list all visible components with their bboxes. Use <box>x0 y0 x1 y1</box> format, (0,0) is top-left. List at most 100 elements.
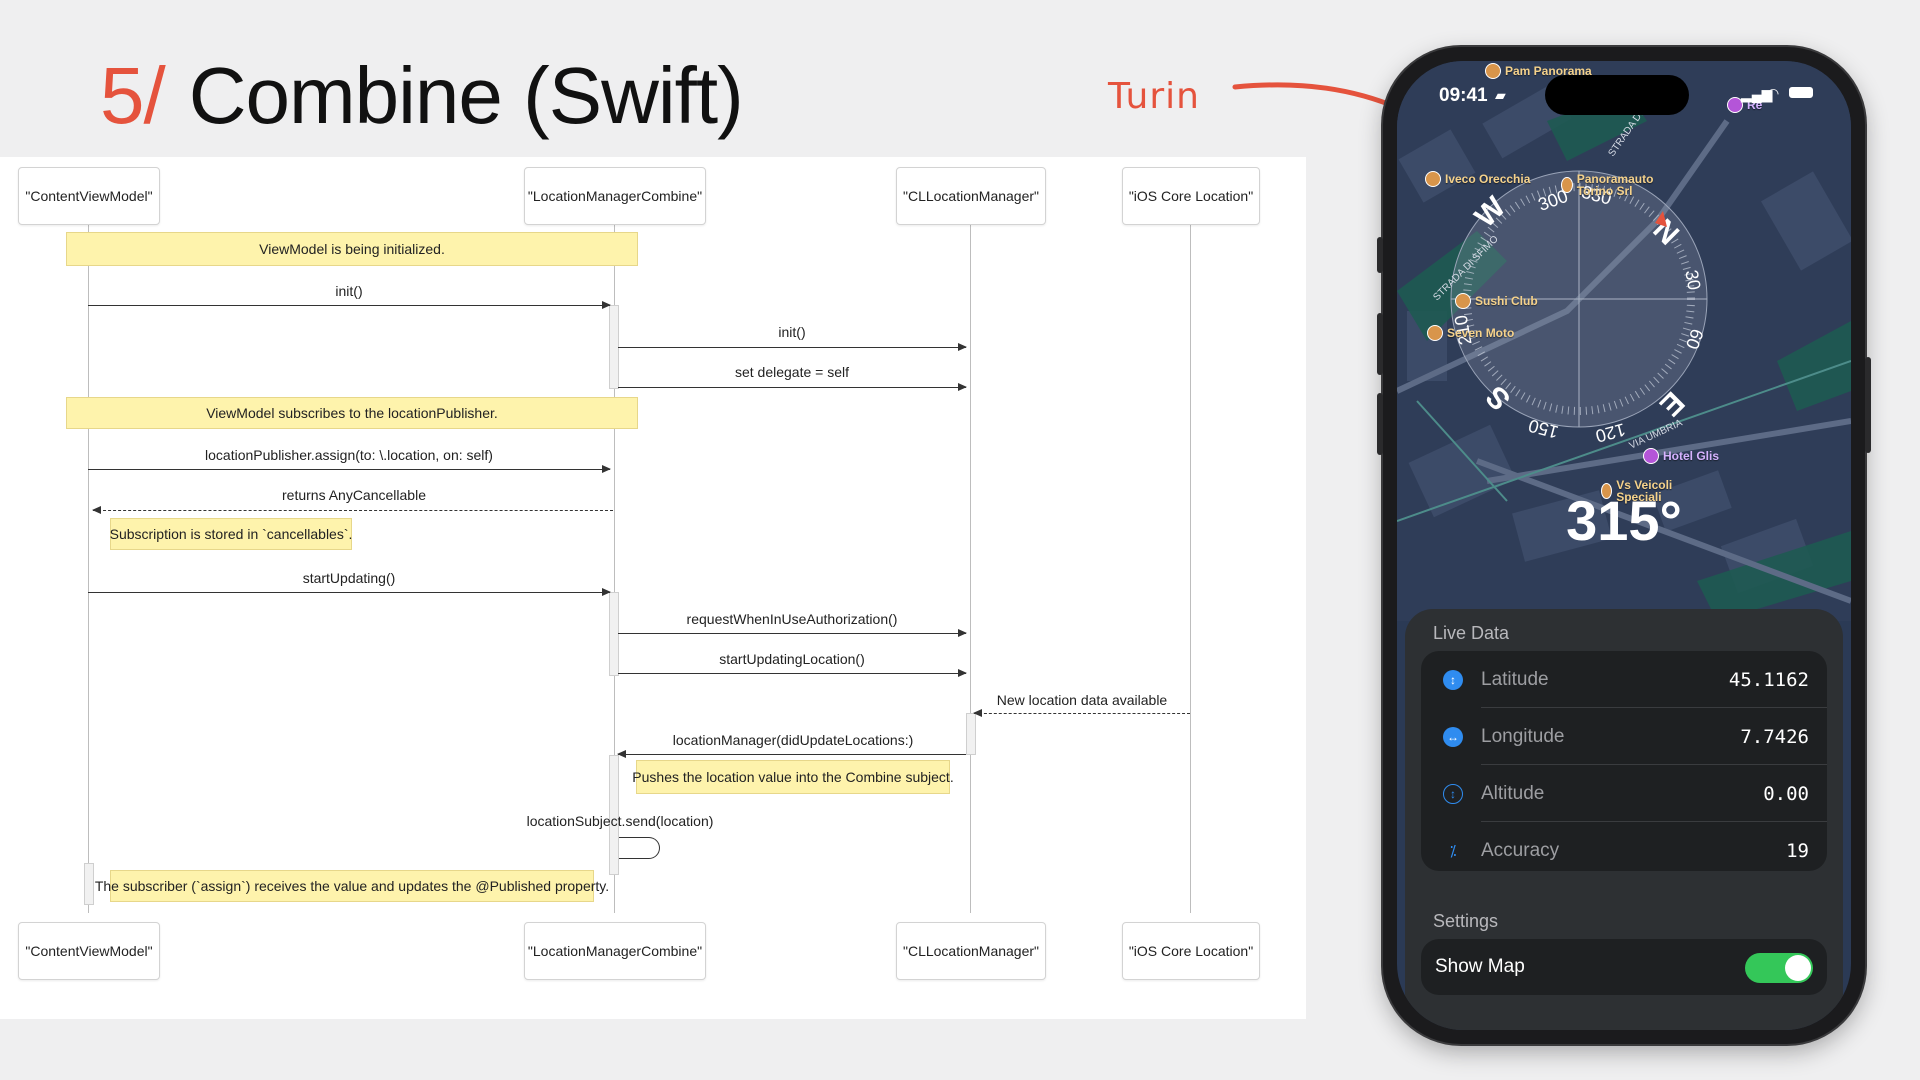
row-value: 45.1162 <box>1728 668 1809 691</box>
message-arrow <box>88 465 611 473</box>
note-pushes-location: Pushes the location value into the Combi… <box>632 760 954 794</box>
iphone-frame: 300 330 N 30 60 E 120 150 S 210 W STRADA… <box>1377 47 1871 1044</box>
note-viewmodel-initialized: ViewModel is being initialized. <box>66 232 638 266</box>
actor-locationmanagercombine-top: "LocationManagerCombine" <box>524 167 706 225</box>
status-time: 09:41 <box>1439 85 1488 106</box>
message-label: startUpdating() <box>302 570 396 586</box>
map-poi[interactable]: Hotel Glis <box>1643 448 1719 464</box>
message-label: startUpdatingLocation() <box>719 651 865 667</box>
divider <box>1481 764 1827 765</box>
poi-icon <box>1727 97 1743 113</box>
note-viewmodel-subscribes: ViewModel subscribes to the locationPubl… <box>66 397 638 429</box>
poi-icon <box>1427 325 1443 341</box>
slide-title-text: Combine (Swift) <box>188 51 744 140</box>
message-arrow <box>88 588 611 596</box>
activation-bar <box>609 592 619 676</box>
info-panel: Live Data ↕ Latitude 45.1162 ↔ Longitude… <box>1405 609 1843 1030</box>
activation-bar <box>966 713 976 755</box>
message-arrow-return <box>92 506 613 514</box>
activation-bar <box>84 863 94 905</box>
actor-contentviewmodel-top: "ContentViewModel" <box>18 167 160 225</box>
note-subscriber-receives: The subscriber (`assign`) receives the v… <box>95 870 609 902</box>
row-label: Accuracy <box>1481 839 1560 861</box>
message-label: locationSubject.send(location) <box>526 813 714 829</box>
message-arrow <box>618 669 967 677</box>
altitude-icon: ↕ <box>1443 783 1463 804</box>
message-label: requestWhenInUseAuthorization() <box>686 611 898 627</box>
message-arrow <box>618 343 967 351</box>
toggle-knob <box>1785 955 1811 981</box>
accuracy-icon: ⁒ <box>1449 842 1457 860</box>
message-arrow <box>618 629 967 637</box>
message-arrow <box>617 750 966 758</box>
row-value: 0.00 <box>1763 782 1809 805</box>
show-map-label: Show Map <box>1435 956 1525 977</box>
lifeline-contentviewmodel <box>88 225 89 913</box>
map-poi[interactable]: Sushi Club <box>1455 293 1538 309</box>
settings-title: Settings <box>1433 911 1499 931</box>
self-message-loop <box>619 837 660 859</box>
turin-annotation: Turin <box>1108 76 1200 117</box>
message-label: init() <box>335 283 363 299</box>
show-map-toggle[interactable] <box>1745 953 1813 983</box>
map-poi[interactable]: Panoramauto Torino Srl <box>1561 173 1671 197</box>
lifeline-ios-core-location <box>1190 225 1191 913</box>
signal-icon: ▂▄▆ <box>1741 86 1773 102</box>
volume-up-button <box>1377 313 1383 375</box>
longitude-row: ↔ Longitude 7.7426 <box>1421 708 1827 765</box>
activation-bar <box>609 755 619 875</box>
live-data-title: Live Data <box>1433 623 1510 643</box>
battery-icon <box>1789 87 1813 98</box>
wifi-icon: ◠ <box>1767 85 1780 101</box>
show-map-row: Show Map <box>1421 939 1827 995</box>
poi-icon <box>1485 63 1501 79</box>
phone-screen: 300 330 N 30 60 E 120 150 S 210 W STRADA… <box>1397 61 1851 1030</box>
latitude-icon: ↕ <box>1443 669 1463 690</box>
poi-icon <box>1601 483 1613 499</box>
poi-icon <box>1561 177 1573 193</box>
poi-icon <box>1455 293 1471 309</box>
message-arrow-return <box>973 709 1190 717</box>
sequence-diagram: "ContentViewModel" "LocationManagerCombi… <box>0 157 1306 1019</box>
row-label: Longitude <box>1481 725 1565 747</box>
altitude-row: ↕ Altitude 0.00 <box>1421 765 1827 822</box>
action-button <box>1377 237 1383 273</box>
actor-ios-core-location-bottom: "iOS Core Location" <box>1122 922 1260 980</box>
actor-locationmanagercombine-bottom: "LocationManagerCombine" <box>524 922 706 980</box>
longitude-icon: ↔ <box>1443 726 1463 747</box>
divider <box>1481 707 1827 708</box>
map-poi[interactable]: Vs Veicoli Speciali <box>1601 479 1685 503</box>
row-value: 19 <box>1786 839 1809 862</box>
slide-title: 5/Combine (Swift) <box>100 50 744 142</box>
compass-dial: 300 330 N 30 60 E 120 150 S 210 W <box>1450 170 1708 446</box>
lifeline-locationmanagercombine <box>614 225 615 913</box>
power-button <box>1865 357 1871 453</box>
actor-cllocationmanager-bottom: "CLLocationManager" <box>896 922 1046 980</box>
poi-icon <box>1425 171 1441 187</box>
divider <box>1481 821 1827 822</box>
volume-down-button <box>1377 393 1383 455</box>
row-label: Altitude <box>1481 782 1545 804</box>
map-poi[interactable]: Seven Moto <box>1427 325 1514 341</box>
message-label: locationManager(didUpdateLocations:) <box>672 732 914 748</box>
compass-mark: 30 <box>1681 268 1704 291</box>
actor-contentviewmodel-bottom: "ContentViewModel" <box>18 922 160 980</box>
slide-number: 5/ <box>100 51 166 140</box>
latitude-row: ↕ Latitude 45.1162 <box>1421 651 1827 708</box>
live-data-card: ↕ Latitude 45.1162 ↔ Longitude 7.7426 ↕ … <box>1421 651 1827 871</box>
map-view[interactable]: 300 330 N 30 60 E 120 150 S 210 W STRADA… <box>1397 61 1851 621</box>
car-icon: ▰ <box>1495 87 1506 103</box>
accuracy-row: ⁒ Accuracy 19 <box>1421 822 1827 879</box>
row-value: 7.7426 <box>1740 725 1809 748</box>
heading-readout: 315° <box>1566 489 1682 552</box>
note-subscription-stored: Subscription is stored in `cancellables`… <box>110 518 352 550</box>
actor-ios-core-location-top: "iOS Core Location" <box>1122 167 1260 225</box>
message-arrow <box>88 301 611 309</box>
map-poi[interactable]: Pam Panorama <box>1485 63 1592 79</box>
poi-icon <box>1643 448 1659 464</box>
map-poi[interactable]: Re <box>1727 97 1762 113</box>
actor-cllocationmanager-top: "CLLocationManager" <box>896 167 1046 225</box>
message-label: New location data available <box>996 692 1168 708</box>
lifeline-cllocationmanager <box>970 225 971 913</box>
map-poi[interactable]: Iveco Orecchia <box>1425 171 1530 187</box>
